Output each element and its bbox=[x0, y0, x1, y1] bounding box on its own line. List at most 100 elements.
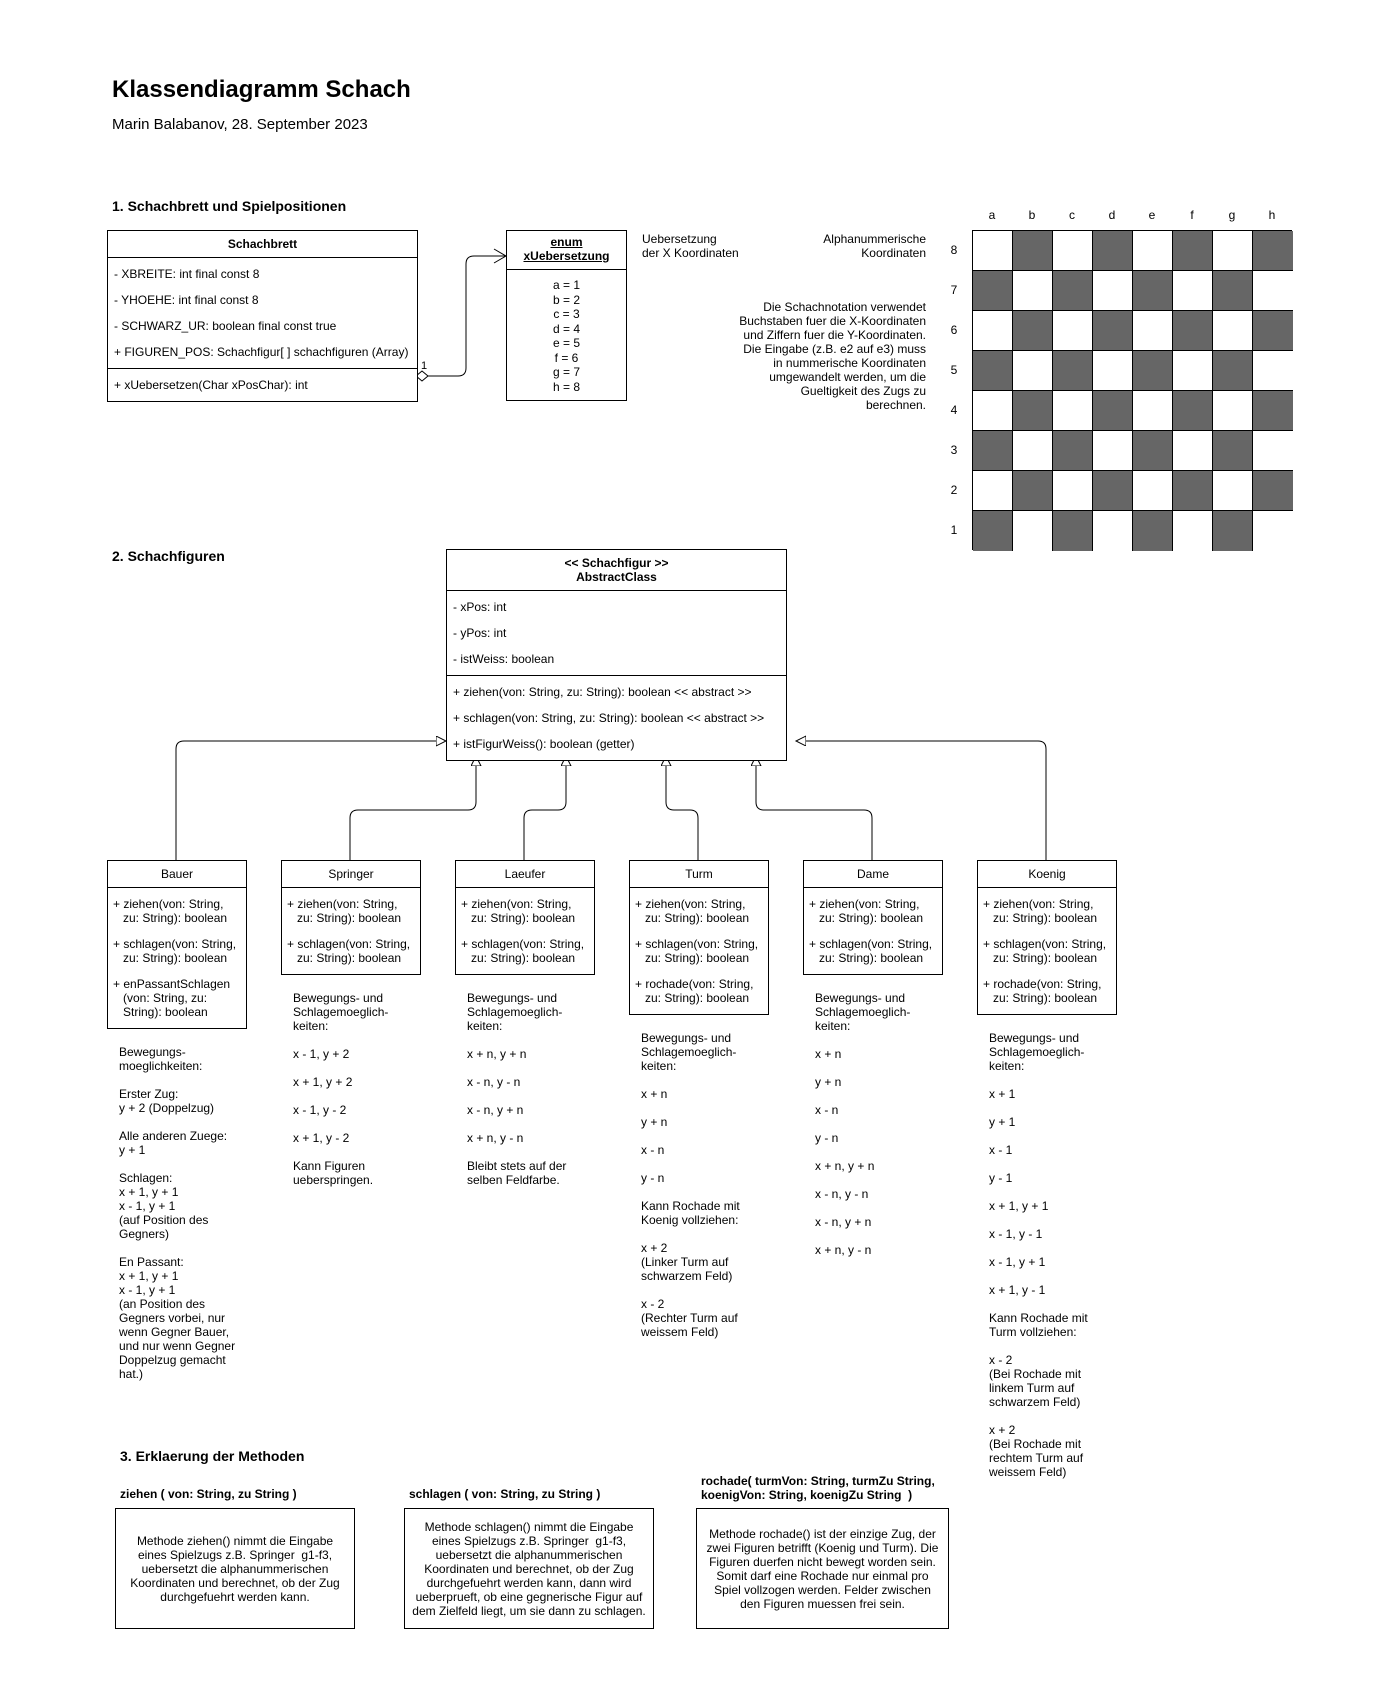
class-name: Schachbrett bbox=[108, 231, 417, 258]
board-square-d7 bbox=[1093, 271, 1133, 311]
board-square-a3 bbox=[973, 431, 1013, 471]
movement-note: x + n, y + n bbox=[815, 1159, 875, 1173]
inherit-springer bbox=[349, 756, 476, 860]
class-koenig[interactable]: Koenig+ ziehen(von: String, zu: String):… bbox=[977, 860, 1117, 1015]
method: + ziehen(von: String, zu: String): boole… bbox=[635, 897, 750, 925]
board-square-e3 bbox=[1133, 431, 1173, 471]
board-square-a7 bbox=[973, 271, 1013, 311]
movement-notes-bauer: Bewegungs- moeglichkeiten:Erster Zug: y … bbox=[119, 1045, 235, 1395]
movement-note: x + n bbox=[641, 1087, 668, 1101]
board-square-a2 bbox=[973, 471, 1013, 511]
method: + ziehen(von: String, zu: String): boole… bbox=[809, 897, 924, 925]
movement-note: x - n bbox=[815, 1103, 839, 1117]
method: + schlagen(von: String, zu: String): boo… bbox=[461, 937, 585, 965]
method: + ziehen(von: String, zu: String): boole… bbox=[461, 897, 576, 925]
board-square-g1 bbox=[1213, 511, 1253, 551]
board-square-h1 bbox=[1253, 511, 1293, 551]
board-square-g7 bbox=[1213, 271, 1253, 311]
board-square-e1 bbox=[1133, 511, 1173, 551]
board-square-d1 bbox=[1093, 511, 1133, 551]
method: + rochade(von: String, zu: String): bool… bbox=[983, 977, 1102, 1005]
movement-note: x + n, y + n bbox=[467, 1047, 527, 1061]
movement-note: Kann Figuren ueberspringen. bbox=[293, 1159, 374, 1187]
method: + schlagen(von: String, zu: String): boo… bbox=[113, 937, 237, 965]
movement-notes-laeufer: Bewegungs- und Schlagemoeglich- keiten:x… bbox=[467, 991, 566, 1201]
class-schachfigur[interactable]: << Schachfigur >> AbstractClass - xPos: … bbox=[446, 549, 787, 761]
rank-label: 4 bbox=[950, 403, 958, 417]
file-label: a bbox=[988, 208, 996, 222]
attribute: + FIGUREN_POS: Schachfigur[ ] schachfigu… bbox=[114, 345, 409, 359]
class-methods: + ziehen(von: String, zu: String): boole… bbox=[804, 888, 942, 974]
board-square-c5 bbox=[1053, 351, 1093, 391]
class-methods: + ziehen(von: String, zu: String): boole… bbox=[978, 888, 1116, 1014]
board-square-f7 bbox=[1173, 271, 1213, 311]
board-square-e7 bbox=[1133, 271, 1173, 311]
board-square-b7 bbox=[1013, 271, 1053, 311]
class-name: Bauer bbox=[108, 861, 246, 888]
explain-title-rochade: rochade( turmVon: String, turmZu String,… bbox=[701, 1474, 935, 1502]
board-square-b1 bbox=[1013, 511, 1053, 551]
class-turm[interactable]: Turm + ziehen(von: String, zu: String): b… bbox=[629, 860, 769, 1015]
aggregation-line bbox=[428, 255, 506, 377]
enum-name: xUebersetzung bbox=[523, 249, 610, 263]
movement-note: x + 1, y + 2 bbox=[293, 1075, 353, 1089]
board-square-g2 bbox=[1213, 471, 1253, 511]
aggregation-diamond bbox=[415, 370, 429, 382]
class-bauer[interactable]: Bauer + ziehen(von: String, zu: String): … bbox=[107, 860, 247, 1029]
board-square-h3 bbox=[1253, 431, 1293, 471]
movement-note: Bewegungs- und Schlagemoeglich- keiten: bbox=[989, 1031, 1085, 1073]
board-square-h7 bbox=[1253, 271, 1293, 311]
class-methods: + ziehen(von: String, zu: String): boole… bbox=[456, 888, 594, 974]
movement-note: x - n, y + n bbox=[467, 1103, 524, 1117]
board-square-b8 bbox=[1013, 231, 1053, 271]
movement-note: En Passant: x + 1, y + 1 x - 1, y + 1 (a… bbox=[119, 1255, 236, 1381]
board-square-a6 bbox=[973, 311, 1013, 351]
enum-xuebersetzung[interactable]: enum xUebersetzung a = 1 b = 2 c = 3 d =… bbox=[506, 230, 627, 401]
file-label: g bbox=[1228, 208, 1236, 222]
movement-note: x - n, y + n bbox=[815, 1215, 872, 1229]
class-stereotype: << Schachfigur >> bbox=[564, 556, 669, 570]
attribute: - xPos: int bbox=[453, 600, 507, 614]
board-square-e2 bbox=[1133, 471, 1173, 511]
class-name: Turm bbox=[630, 861, 768, 888]
board-square-e5 bbox=[1133, 351, 1173, 391]
class-laeufer[interactable]: Laeufer+ ziehen(von: String, zu: String)… bbox=[455, 860, 595, 975]
method: + schlagen(von: String, zu: String): boo… bbox=[635, 937, 759, 965]
class-methods: + xUebersetzen(Char xPosChar): int bbox=[108, 369, 417, 401]
movement-note: y - 1 bbox=[989, 1171, 1013, 1185]
enum-value: g = 7 bbox=[552, 365, 581, 379]
file-label: d bbox=[1108, 208, 1116, 222]
movement-note: x - n, y - n bbox=[815, 1187, 869, 1201]
method: + ziehen(von: String, zu: String): boole… bbox=[113, 897, 228, 925]
attribute: - istWeiss: boolean bbox=[453, 652, 555, 666]
class-dame[interactable]: Dame+ ziehen(von: String, zu: String): b… bbox=[803, 860, 943, 975]
movement-note: x - 2 (Bei Rochade mit linkem Turm auf s… bbox=[989, 1353, 1082, 1409]
movement-note: x - 2 (Rechter Turm auf weissem Feld) bbox=[641, 1297, 738, 1339]
page-title: Klassendiagramm Schach bbox=[112, 76, 411, 103]
board-square-e6 bbox=[1133, 311, 1173, 351]
class-attributes: - xPos: int - yPos: int - istWeiss: bool… bbox=[447, 591, 786, 676]
movement-note: x + 1, y + 1 bbox=[989, 1199, 1049, 1213]
board-square-c6 bbox=[1053, 311, 1093, 351]
movement-note: x + n, y - n bbox=[467, 1131, 524, 1145]
movement-notes-turm: Bewegungs- und Schlagemoeglich- keiten:x… bbox=[641, 1031, 740, 1353]
board-square-g5 bbox=[1213, 351, 1253, 391]
method: + istFigurWeiss(): boolean (getter) bbox=[453, 737, 635, 751]
class-schachbrett[interactable]: Schachbrett - XBREITE: int final const 8… bbox=[107, 230, 418, 402]
enum-values: a = 1 b = 2 c = 3 d = 4 e = 5 f = 6 g = … bbox=[507, 270, 626, 394]
movement-note: Alle anderen Zuege: y + 1 bbox=[119, 1129, 228, 1157]
note-uebersetzung: Uebersetzung der X Koordinaten bbox=[642, 232, 739, 260]
class-springer[interactable]: Springer+ ziehen(von: String, zu: String… bbox=[281, 860, 421, 975]
rank-label: 5 bbox=[950, 363, 958, 377]
enum-value: a = 1 bbox=[552, 278, 581, 292]
movement-note: x + 1, y - 2 bbox=[293, 1131, 350, 1145]
board-square-a4 bbox=[973, 391, 1013, 431]
movement-note: x + 1, y - 1 bbox=[989, 1283, 1046, 1297]
movement-note: Bewegungs- und Schlagemoeglich- keiten: bbox=[293, 991, 389, 1033]
movement-note: Kann Rochade mit Koenig vollziehen: bbox=[641, 1199, 740, 1227]
method: + rochade(von: String, zu: String): bool… bbox=[635, 977, 754, 1005]
board-square-e8 bbox=[1133, 231, 1173, 271]
board-square-c3 bbox=[1053, 431, 1093, 471]
class-name: Koenig bbox=[978, 861, 1116, 888]
movement-note: x + n, y - n bbox=[815, 1243, 872, 1257]
